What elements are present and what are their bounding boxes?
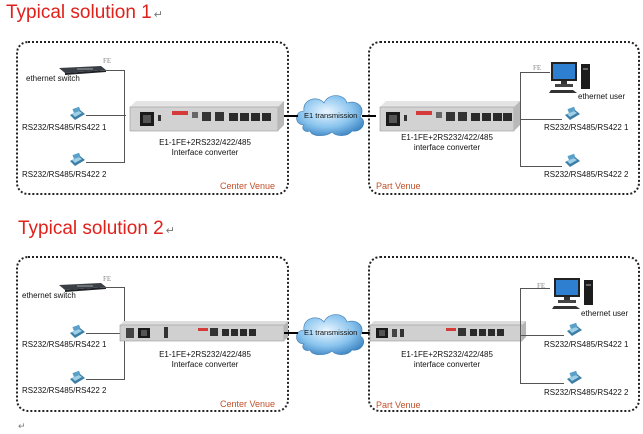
part-venue-panel-2 bbox=[368, 256, 640, 412]
serial-port-1-label: RS232/RS485/RS422 1 bbox=[544, 340, 629, 349]
solution2-title: Typical solution 2↵ bbox=[18, 218, 175, 239]
fe-label: FE bbox=[103, 275, 112, 283]
interface-converter-device bbox=[369, 321, 526, 342]
fe-label: FE bbox=[533, 64, 542, 72]
fe-label: FE bbox=[103, 57, 112, 65]
e1-cloud-icon bbox=[296, 314, 364, 355]
e1-cloud-icon bbox=[296, 95, 364, 136]
paragraph-mark: ↵ bbox=[18, 421, 26, 431]
interface-converter-device bbox=[119, 321, 288, 342]
serial-terminal-icon bbox=[70, 106, 85, 120]
serial-terminal-icon bbox=[567, 370, 582, 384]
center-venue-label: Center Venue bbox=[220, 399, 276, 409]
part-venue-label: Part Venue bbox=[376, 400, 421, 410]
serial-terminal-icon bbox=[70, 370, 85, 384]
device-label-center-2: E1-1FE+2RS232/422/485 Interface converte… bbox=[159, 350, 251, 369]
serial-terminal-icon bbox=[565, 106, 580, 120]
interface-converter-device bbox=[129, 101, 284, 132]
ethernet-switch-icon bbox=[59, 66, 106, 75]
device-label-part-1: E1-1FE+2RS232/422/485 interface converte… bbox=[401, 133, 493, 152]
fe-label: FE bbox=[537, 282, 546, 290]
serial-port-2-label: RS232/RS485/RS422 2 bbox=[22, 386, 107, 395]
center-venue-panel-1 bbox=[16, 41, 289, 195]
solution1-title: Typical solution 1↵ bbox=[6, 2, 163, 23]
serial-port-2-label: RS232/RS485/RS422 2 bbox=[544, 170, 629, 179]
ethernet-switch-label: ethernet switch bbox=[22, 291, 76, 300]
ethernet-switch-icon bbox=[59, 283, 106, 292]
e1-transmission-label: E1 transmission bbox=[304, 111, 358, 120]
serial-port-2-label: RS232/RS485/RS422 2 bbox=[22, 170, 107, 179]
serial-port-1-label: RS232/RS485/RS422 1 bbox=[22, 123, 107, 132]
ethernet-user-label: ethernet user bbox=[581, 309, 629, 318]
interface-converter-device bbox=[379, 101, 520, 132]
computer-icon bbox=[552, 278, 593, 309]
device-label-part-2: E1-1FE+2RS232/422/485 interface converte… bbox=[401, 350, 493, 369]
computer-icon bbox=[549, 62, 590, 93]
paragraph-mark: ↵ bbox=[165, 225, 175, 237]
part-venue-panel-1 bbox=[368, 41, 640, 195]
part-venue-label: Part Venue bbox=[376, 181, 421, 191]
serial-terminal-icon bbox=[567, 322, 582, 336]
serial-port-2-label: RS232/RS485/RS422 2 bbox=[544, 388, 629, 397]
serial-terminal-icon bbox=[70, 324, 85, 338]
ethernet-user-label: ethernet user bbox=[578, 92, 626, 101]
device-label-center-1: E1-1FE+2RS232/422/485 Interface converte… bbox=[159, 138, 251, 157]
paragraph-mark: ↵ bbox=[153, 9, 163, 21]
center-venue-label: Center Venue bbox=[220, 181, 276, 191]
serial-port-1-label: RS232/RS485/RS422 1 bbox=[22, 340, 107, 349]
serial-port-1-label: RS232/RS485/RS422 1 bbox=[544, 123, 629, 132]
e1-transmission-label: E1 transmission bbox=[304, 328, 358, 337]
ethernet-switch-label: ethernet switch bbox=[26, 74, 80, 83]
serial-terminal-icon bbox=[565, 153, 580, 167]
serial-terminal-icon bbox=[70, 152, 85, 166]
